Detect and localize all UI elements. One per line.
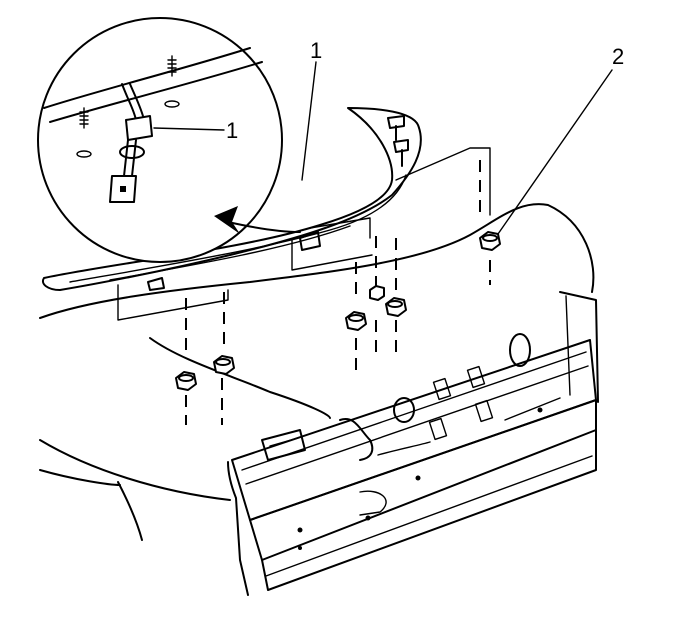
callout-connector: 1 — [153, 118, 238, 143]
mounting-guide-lines — [117, 147, 491, 425]
nut — [213, 355, 235, 375]
spoiler-stud — [387, 115, 405, 141]
nut — [385, 297, 407, 317]
spoiler-stud — [393, 139, 409, 167]
nut — [479, 231, 501, 251]
rear-spoiler — [42, 107, 422, 291]
wire-connector — [109, 83, 153, 203]
inset-stud — [164, 55, 180, 108]
callout-spoiler: 1 — [301, 38, 322, 181]
callout-label-connector: 1 — [226, 118, 238, 143]
detail-inset — [37, 17, 283, 263]
callout-label-spoiler: 1 — [310, 38, 322, 63]
vehicle-body — [39, 203, 599, 596]
callout-label-nut: 2 — [612, 44, 624, 69]
nut — [369, 285, 385, 301]
callout-nut: 2 — [497, 44, 624, 235]
inset-stud — [76, 107, 92, 158]
nut — [175, 371, 197, 391]
removal-arrow-icon — [214, 206, 301, 234]
nut — [345, 311, 367, 331]
